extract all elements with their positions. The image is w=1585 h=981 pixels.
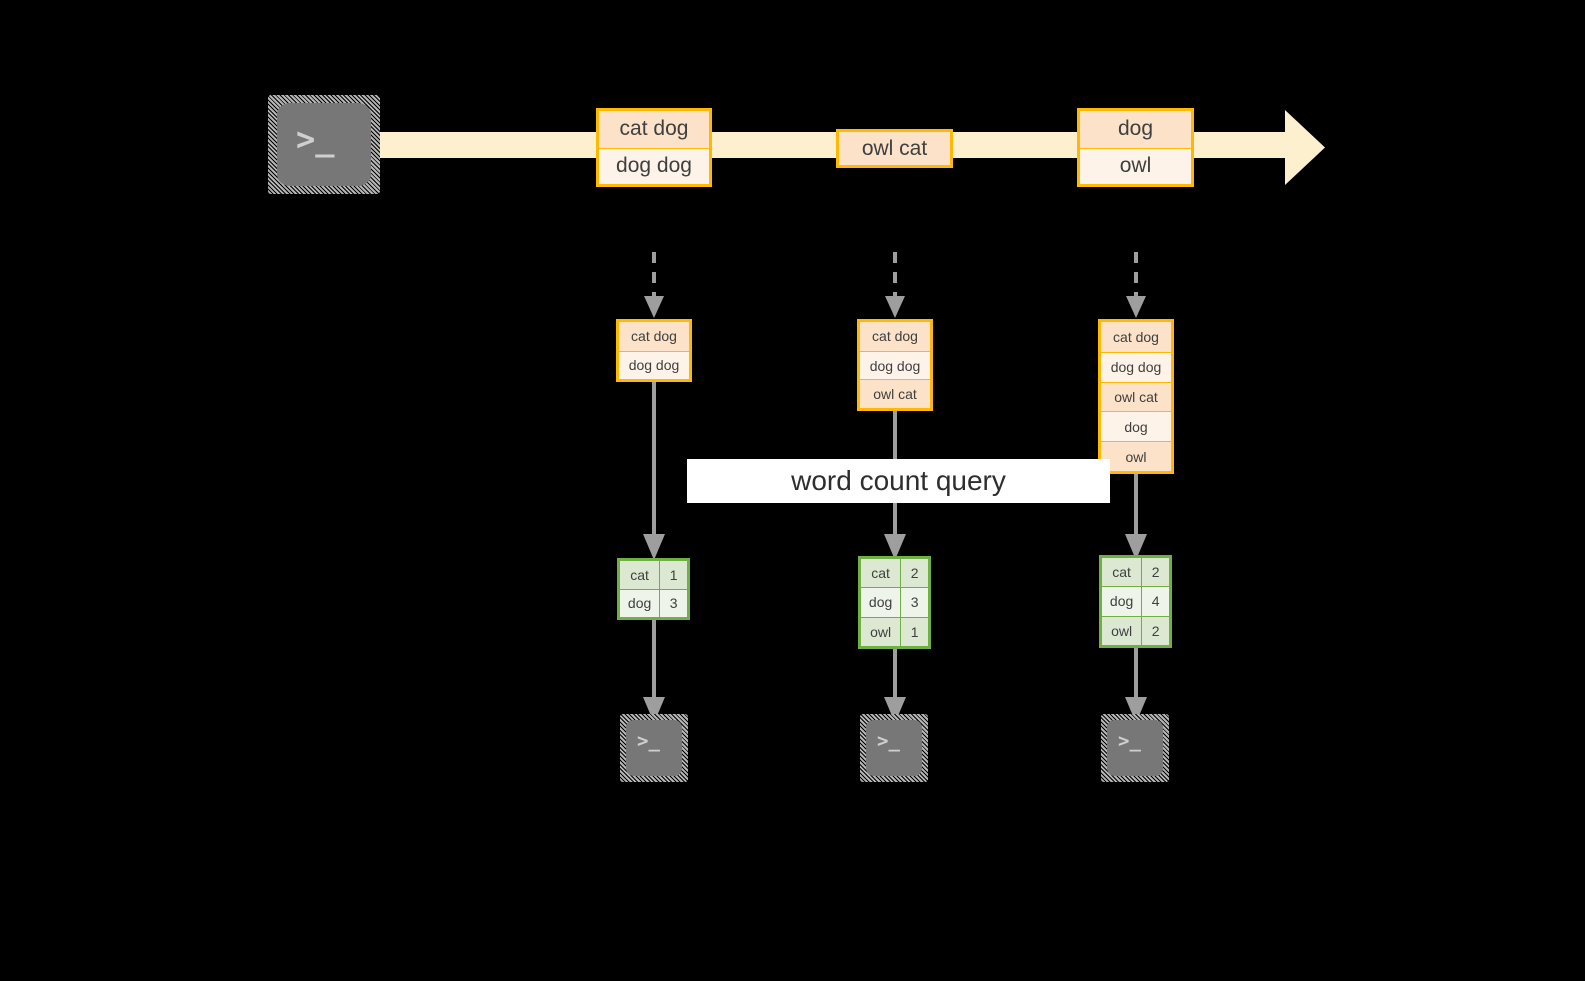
result-row: cat 2: [861, 559, 928, 588]
sink-terminal-icon-3[interactable]: >_: [1101, 714, 1169, 782]
buffer-row: owl cat: [860, 379, 930, 408]
terminal-prompt-glyph: >_: [296, 120, 335, 158]
result-count-cell: 4: [1142, 587, 1169, 616]
buffer-row: dog dog: [619, 350, 689, 379]
result-count-cell: 3: [660, 589, 687, 617]
dashed-connector-1: [644, 252, 664, 318]
buffer-stack-1[interactable]: cat dog dog dog: [616, 319, 692, 382]
result-word-cell: owl: [1102, 616, 1143, 645]
result-row: dog 3: [861, 587, 928, 617]
result-table-1[interactable]: cat 1 dog 3: [617, 558, 690, 620]
buffer-stack-3[interactable]: cat dog dog dog owl cat dog owl: [1098, 319, 1174, 474]
dashed-connector-2: [885, 252, 905, 318]
stream-event-box-2[interactable]: owl cat: [836, 129, 953, 168]
sink-terminal-icon-1[interactable]: >_: [620, 714, 688, 782]
terminal-prompt-glyph: >_: [637, 730, 660, 752]
result-row: cat 1: [620, 561, 687, 589]
sink-connector-1: [643, 620, 665, 723]
result-row: dog 3: [620, 588, 687, 617]
buffer-row: cat dog: [860, 322, 930, 351]
result-word-cell: cat: [861, 559, 902, 588]
terminal-prompt-glyph: >_: [877, 730, 900, 752]
result-word-cell: dog: [620, 589, 661, 617]
sink-terminal-icon-2[interactable]: >_: [860, 714, 928, 782]
terminal-face: [866, 720, 922, 776]
buffer-row: dog dog: [1101, 351, 1171, 382]
result-table-2[interactable]: cat 2 dog 3 owl 1: [858, 556, 931, 649]
result-count-cell: 1: [901, 617, 928, 646]
result-count-cell: 2: [901, 559, 928, 588]
source-terminal-icon[interactable]: >_: [268, 95, 380, 194]
result-word-cell: cat: [620, 561, 661, 589]
result-word-cell: dog: [1102, 587, 1143, 616]
query-connector-3: [1125, 474, 1147, 560]
buffer-stack-2[interactable]: cat dog dog dog owl cat: [857, 319, 933, 411]
result-row: owl 1: [861, 616, 928, 646]
query-label-text: word count query: [791, 465, 1006, 496]
buffer-row: owl cat: [1101, 381, 1171, 412]
stream-event-row: cat dog: [599, 111, 709, 148]
result-word-cell: owl: [861, 617, 902, 646]
stream-event-box-1[interactable]: cat dog dog dog: [596, 108, 712, 187]
buffer-row: dog dog: [860, 350, 930, 380]
result-row: owl 2: [1102, 615, 1169, 645]
result-count-cell: 2: [1142, 616, 1169, 645]
stream-event-row: dog: [1080, 111, 1191, 148]
terminal-prompt-glyph: >_: [1118, 730, 1141, 752]
dashed-connector-3: [1126, 252, 1146, 318]
result-word-cell: cat: [1102, 558, 1143, 587]
query-label-banner: word count query: [687, 459, 1110, 503]
buffer-row: cat dog: [1101, 322, 1171, 352]
result-count-cell: 2: [1142, 558, 1169, 587]
result-count-cell: 1: [660, 561, 687, 589]
stream-event-row: owl cat: [839, 132, 950, 165]
stream-event-row: owl: [1080, 147, 1191, 184]
stream-event-box-3[interactable]: dog owl: [1077, 108, 1194, 187]
buffer-row: cat dog: [619, 322, 689, 351]
result-row: cat 2: [1102, 558, 1169, 587]
result-count-cell: 3: [901, 588, 928, 617]
query-connector-1: [643, 382, 665, 560]
result-word-cell: dog: [861, 588, 902, 617]
result-row: dog 4: [1102, 586, 1169, 616]
terminal-face: [626, 720, 682, 776]
terminal-face: [277, 103, 371, 186]
stream-event-row: dog dog: [599, 147, 709, 184]
buffer-row: dog: [1101, 411, 1171, 442]
result-table-3[interactable]: cat 2 dog 4 owl 2: [1099, 555, 1172, 648]
terminal-face: [1107, 720, 1163, 776]
buffer-row: owl: [1101, 441, 1171, 471]
